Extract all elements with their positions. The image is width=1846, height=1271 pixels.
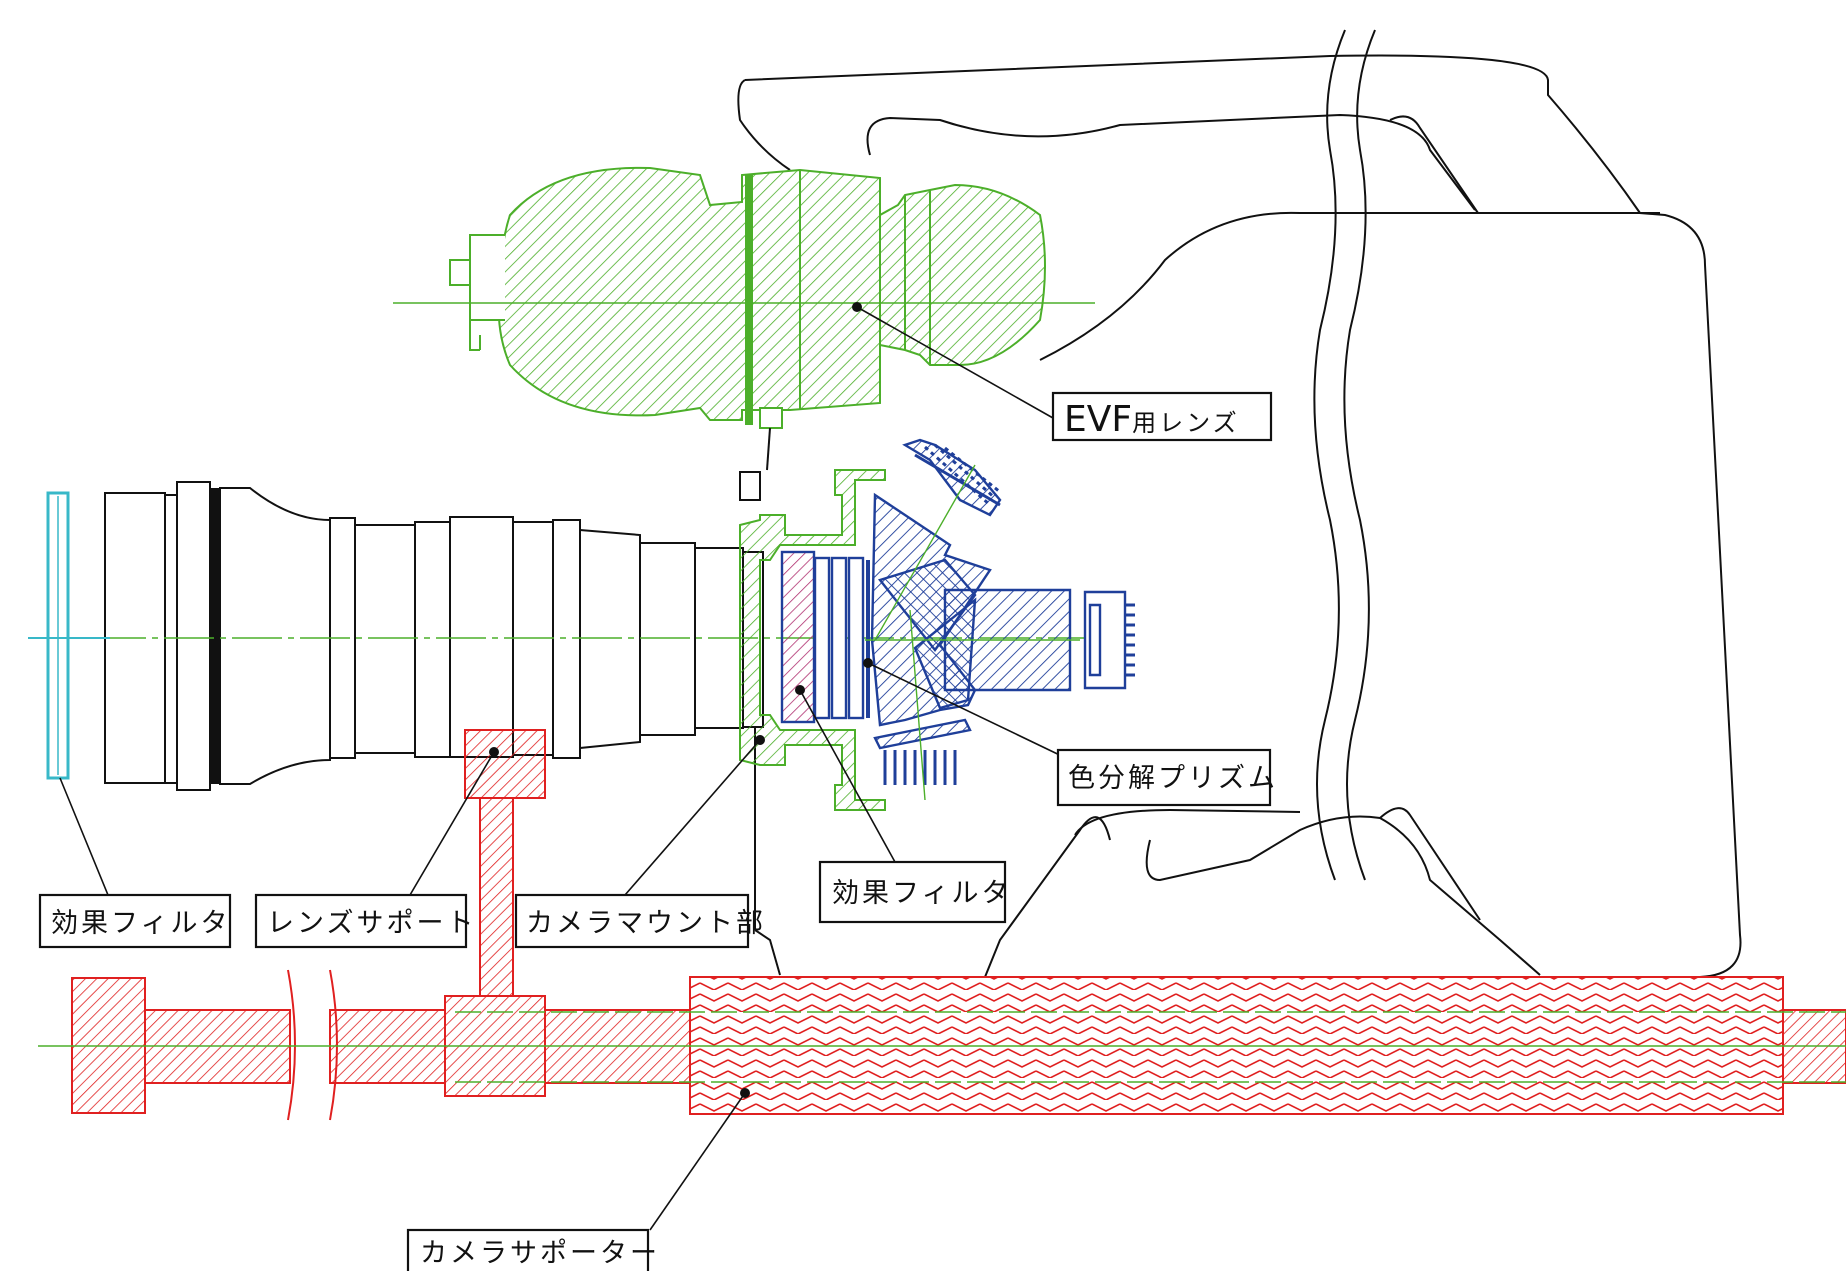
- camera-mount: [739, 469, 886, 811]
- prism-filters: [780, 550, 870, 724]
- leader-lines: [59, 302, 1071, 1231]
- label-evf-lens: EVF用レンズ: [1051, 391, 1273, 442]
- color-separation-prism: [865, 438, 1135, 801]
- label-lens-support: レンズサポート: [254, 893, 476, 949]
- label-color-prism: 色分解プリズム: [1056, 748, 1278, 807]
- lens-support: [464, 729, 546, 997]
- label-text: レンズサポート: [267, 908, 476, 939]
- svg-text:EVF用レンズ: EVF用レンズ: [1064, 399, 1240, 440]
- label-effect-filter-left: 効果フィルタ: [38, 893, 232, 949]
- evf-lens: [393, 166, 1095, 501]
- label-text-main: EVF: [1064, 399, 1132, 440]
- label-text: 効果フィルタ: [51, 908, 230, 939]
- label-text: 色分解プリズム: [1068, 763, 1278, 794]
- camera-supporter-rail: [38, 969, 1846, 1121]
- label-camera-mount: カメラマウント部: [514, 893, 766, 949]
- label-text: 効果フィルタ: [832, 878, 1011, 909]
- label-text: カメラマウント部: [526, 908, 766, 939]
- label-effect-filter-right: 効果フィルタ: [818, 860, 1011, 924]
- label-text-suffix: 用レンズ: [1132, 409, 1240, 437]
- label-camera-supporter: カメラサポーター: [406, 1228, 660, 1271]
- label-text: カメラサポーター: [420, 1238, 660, 1269]
